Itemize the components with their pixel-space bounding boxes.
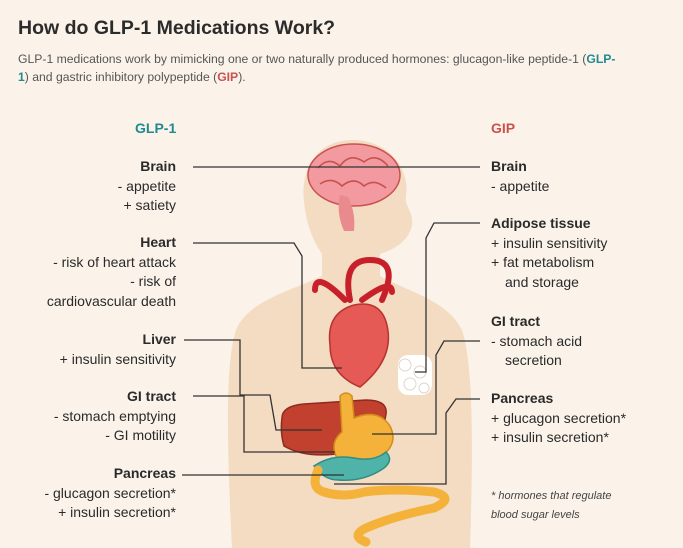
gip-pancreas-effect-1: + glucagon secretion* xyxy=(491,409,627,426)
gip-gi-block: GI tract - stomach acid secretion xyxy=(491,312,582,371)
subtitle-text-2: ) and gastric inhibitory polypeptide ( xyxy=(24,70,218,84)
gip-organ-pancreas: Pancreas xyxy=(491,390,554,406)
glp1-gi-effect-1: - stomach emptying xyxy=(53,407,176,424)
glp1-pancreas-effect-2: + insulin secretion* xyxy=(58,504,176,520)
gip-organ-gi-tract: GI tract xyxy=(491,313,541,329)
page-title: How do GLP-1 Medications Work? xyxy=(18,17,336,39)
intestine-icon xyxy=(310,465,450,547)
gip-adipose-block: Adipose tissue + insulin sensitivity + f… xyxy=(491,214,607,292)
pancreas-icon xyxy=(312,450,391,481)
glp1-brain-effect-2: + satiety xyxy=(123,197,176,213)
gip-heading: GIP xyxy=(491,120,516,136)
glp1-heading: GLP-1 xyxy=(135,120,177,136)
footnote-line-1: * hormones that regulate xyxy=(491,490,612,502)
gip-adipose-effect-1: + insulin sensitivity xyxy=(491,234,608,251)
glp1-organ-liver: Liver xyxy=(142,331,176,347)
glp1-organ-heart: Heart xyxy=(140,234,176,250)
gip-pancreas-block: Pancreas + glucagon secretion* + insulin… xyxy=(491,389,626,448)
glp1-organ-gi-tract: GI tract xyxy=(126,388,176,404)
brain-icon xyxy=(307,143,401,231)
footnote-line-2: blood sugar levels xyxy=(491,509,580,521)
gip-gi-effect-2: secretion xyxy=(505,352,562,368)
glp1-pancreas-effect-1: - glucagon secretion* xyxy=(44,484,176,501)
glp1-gi-block: GI tract - stomach emptying - GI motilit… xyxy=(54,387,176,446)
glp1-gi-effect-2: - GI motility xyxy=(105,427,176,443)
subtitle-text-3: ). xyxy=(238,70,246,84)
glp1-heart-effect-2: - risk of xyxy=(130,273,176,289)
gip-brain-block: Brain - appetite xyxy=(491,157,549,196)
gip-adipose-effect-2: + fat metabolism xyxy=(491,254,595,270)
glp1-heart-effect-3: cardiovascular death xyxy=(46,292,176,309)
glp1-pancreas-block: Pancreas - glucagon secretion* + insulin… xyxy=(44,464,176,523)
gip-pancreas-effect-2: + insulin secretion* xyxy=(491,429,609,445)
subtitle-gip: GIP xyxy=(217,70,239,84)
gip-organ-adipose: Adipose tissue xyxy=(491,215,591,231)
glp1-organ-brain: Brain xyxy=(140,158,176,174)
glp1-liver-block: Liver + insulin sensitivity xyxy=(60,330,176,369)
subtitle-text-1: GLP-1 medications work by mimicking one … xyxy=(18,52,587,66)
gip-gi-effect-1: - stomach acid xyxy=(491,332,583,349)
gip-brain-effect-1: - appetite xyxy=(491,177,550,194)
glp1-brain-block: Brain - appetite + satiety xyxy=(118,157,176,216)
gip-organ-brain: Brain xyxy=(491,158,527,174)
glp1-liver-effect-1: + insulin sensitivity xyxy=(59,350,176,367)
footnote: * hormones that regulate blood sugar lev… xyxy=(491,487,661,525)
glp1-heart-effect-1: - risk of heart attack xyxy=(53,253,176,270)
glp1-brain-effect-1: - appetite xyxy=(117,177,176,194)
subtitle: GLP-1 medications work by mimicking one … xyxy=(18,50,618,86)
heart-icon xyxy=(312,256,395,388)
adipose-tissue-icon xyxy=(398,355,432,395)
connector-lines xyxy=(182,166,480,485)
subtitle-glp1: GLP-1 xyxy=(18,52,616,84)
glp1-organ-pancreas: Pancreas xyxy=(113,465,176,481)
glp1-heart-block: Heart - risk of heart attack - risk of c… xyxy=(47,233,176,311)
gip-adipose-effect-3: and storage xyxy=(505,273,579,290)
